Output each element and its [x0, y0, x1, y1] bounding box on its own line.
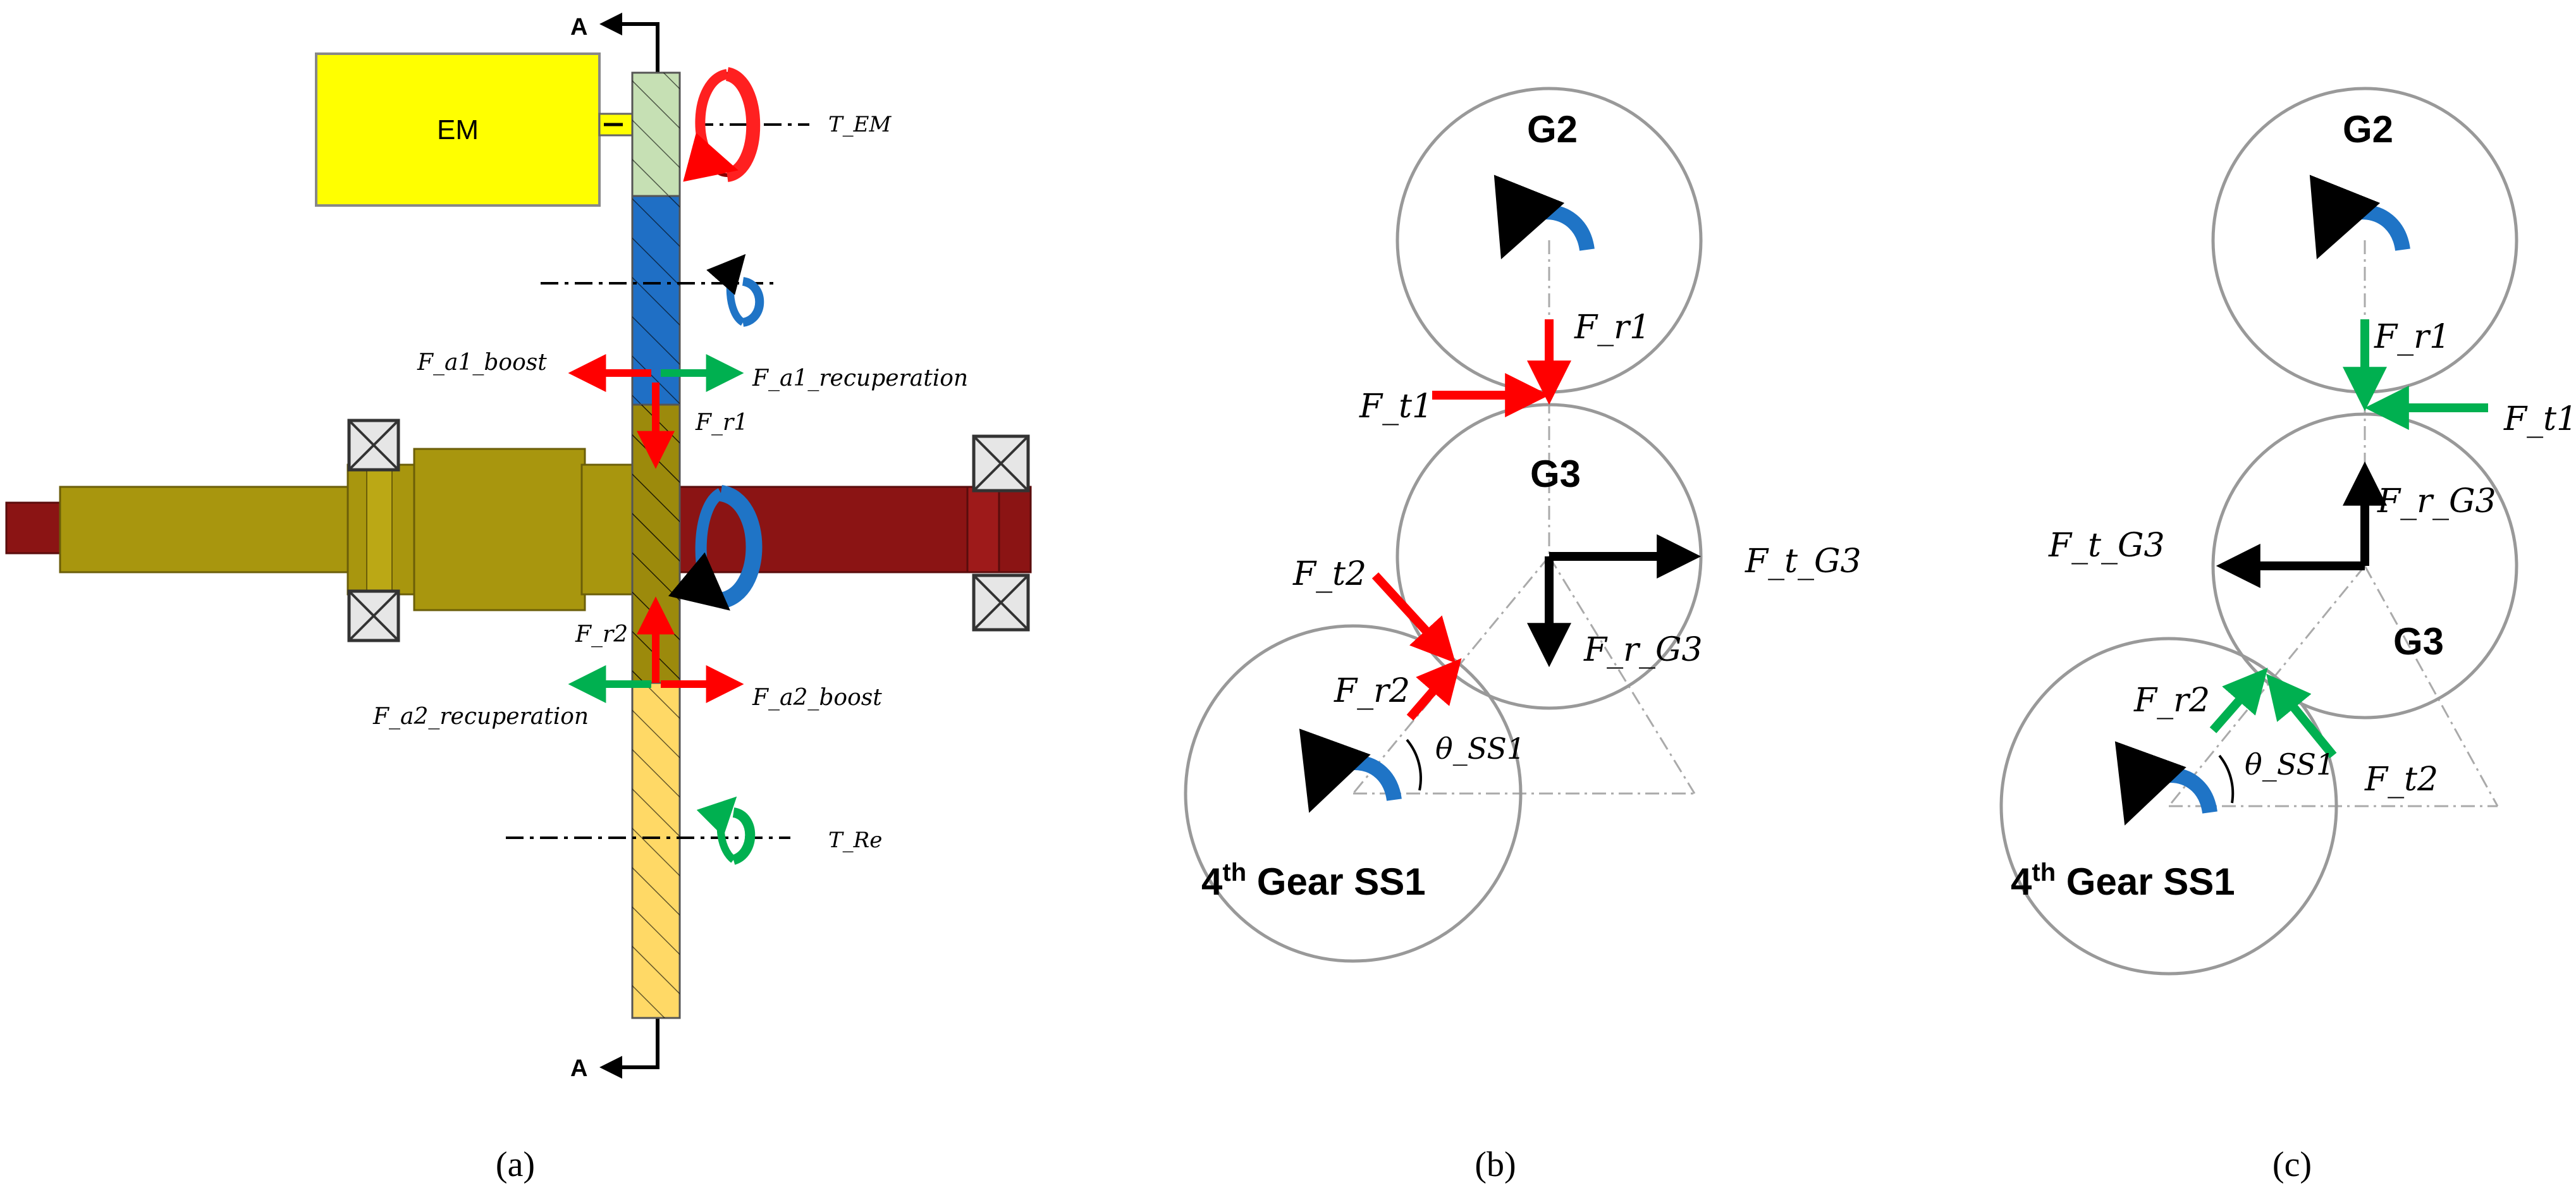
- section-label-bottom: A: [570, 1055, 587, 1082]
- rotation-ss1-c-icon: [2114, 741, 2217, 826]
- angle-label-b: θ_SS1: [1435, 732, 1525, 766]
- motor-label: EM: [437, 114, 479, 145]
- caption-b: (b): [1475, 1145, 1516, 1184]
- rotation-shaft-icon: [668, 485, 763, 611]
- angle-arc-b: [1406, 738, 1422, 791]
- force-r1-label: F_r1: [695, 410, 748, 436]
- panel-a: A A EM: [5, 13, 1032, 1184]
- force-t2-label-c: F_t2: [2364, 761, 2438, 799]
- rotation-em-icon: [683, 67, 761, 182]
- angle-arc-c: [2218, 754, 2235, 804]
- gear-ss1-label-b: 4th Gear SS1: [1201, 859, 1426, 903]
- gear-ss1-label-c: 4th Gear SS1: [2011, 859, 2235, 903]
- bearing-left-top: [347, 419, 400, 472]
- force-r1-label-c: F_r1: [2374, 318, 2450, 356]
- section-marker-top: A: [570, 13, 659, 73]
- section-label-top: A: [570, 14, 587, 40]
- gear-ss1-b: [1184, 624, 1523, 963]
- bearing-left-bottom: [347, 589, 400, 642]
- force-a2-boost-label: F_a2_boost: [752, 685, 882, 711]
- panel-b: G2 G3 4th Gear SS1 F_r1 F_t1 F_t2 F_r2 F…: [1184, 87, 1861, 1184]
- caption-a: (a): [496, 1145, 535, 1184]
- section-marker-bottom: A: [570, 1018, 659, 1082]
- force-t-g3-label-b: F_t_G3: [1745, 542, 1861, 580]
- panel-c: G2 G3 4th Gear SS1 F_r1 F_t1 F_r_G3 F_t_…: [1999, 87, 2576, 1184]
- rotation-ss1-b-icon: [1299, 728, 1402, 813]
- gear-hub: [413, 448, 586, 611]
- bearing-right-bottom: [972, 573, 1030, 632]
- bearing-right-top: [972, 434, 1030, 493]
- gear-g2-label-c: G2: [2343, 108, 2393, 150]
- force-r2-label: F_r2: [575, 622, 628, 647]
- force-a2-recuperation-label: F_a2_recuperation: [372, 704, 589, 730]
- force-r2-arrow-b: [1406, 658, 1462, 721]
- force-t2-arrow-b: [1371, 572, 1456, 663]
- gear-g3-label-c: G3: [2393, 620, 2444, 663]
- force-r-g3-label-b: F_r_G3: [1583, 631, 1703, 669]
- torque-em-label: T_EM: [828, 112, 892, 137]
- left-shaft-end: [5, 501, 64, 555]
- gear-ss1-c: [1999, 637, 2338, 976]
- force-t1-label-b: F_t1: [1359, 388, 1433, 426]
- torque-re-label: T_Re: [828, 828, 882, 853]
- rotation-re-icon: [696, 796, 756, 865]
- gear-g2-label-b: G2: [1527, 108, 1578, 150]
- caption-c: (c): [2272, 1145, 2312, 1184]
- force-a1-boost-label: F_a1_boost: [417, 350, 547, 376]
- force-t1-label-c: F_t1: [2503, 400, 2576, 438]
- angle-label-c: θ_SS1: [2245, 747, 2334, 781]
- left-shaft: [59, 486, 352, 573]
- electric-motor: [315, 52, 601, 207]
- force-r2-label-c: F_r2: [2133, 682, 2210, 720]
- force-r2-arrow-c: [2209, 668, 2268, 733]
- force-t2-arrow-c: [2266, 673, 2337, 759]
- rotation-g2-b-icon: [1493, 175, 1595, 260]
- force-r1-label-b: F_r1: [1574, 309, 1650, 346]
- force-r-g3-label-c: F_r_G3: [2377, 482, 2496, 520]
- force-t-g3-label-c: F_t_G3: [2048, 527, 2165, 565]
- rotation-g2-c-icon: [2309, 175, 2410, 260]
- force-a1-recuperation-label: F_a1_recuperation: [752, 365, 968, 391]
- force-r2-label-b: F_r2: [1334, 672, 1410, 710]
- force-t2-label-b: F_t2: [1292, 555, 1366, 593]
- gear-g3-label-b: G3: [1530, 453, 1581, 495]
- rotation-blue-small-icon: [706, 254, 764, 327]
